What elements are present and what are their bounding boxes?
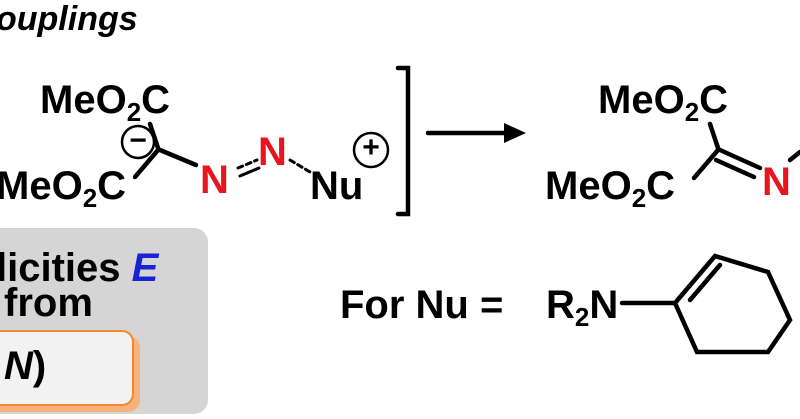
bond-product-ester-bottom [691, 147, 721, 181]
bracket [395, 65, 411, 217]
nucleophilicity-symbol: N) [4, 344, 47, 388]
bond-product-ester-top [707, 121, 721, 151]
product-top-ester: MeO2C [598, 78, 729, 127]
bond-n-n-dbl-a [236, 158, 259, 170]
azo-nitrogen-2: N [258, 130, 287, 174]
reaction-arrow-head [504, 123, 526, 143]
anion-charge-label: − [129, 124, 147, 157]
bond-c-n [157, 147, 199, 168]
reactant-bottom-ester: MeO2C [0, 164, 127, 213]
bond-ester-bottom [132, 147, 161, 180]
bond-product-n-cut [787, 149, 800, 163]
cyclohexene-ring [672, 253, 793, 355]
cation-charge-label: + [362, 131, 380, 164]
bond-n-nu [288, 158, 312, 174]
electrophilicity-heading: licities E [0, 246, 159, 290]
cyclohexene-double-bond [687, 262, 723, 303]
scheme-title: ouplings [0, 0, 138, 38]
product-nitrogen: N [762, 160, 791, 204]
bond-product-c-n-a [717, 147, 763, 171]
bond-n-n-dbl-b [238, 166, 261, 178]
anion-charge-circle [120, 124, 156, 160]
nu-definition-label: For Nu = [340, 283, 504, 327]
panel-from-text: from [4, 281, 93, 325]
nucleophilicity-subpanel [0, 330, 134, 406]
nucleophile-label: Nu [310, 164, 364, 208]
bond-product-c-n-b [713, 157, 757, 180]
product-bottom-ester: MeO2C [545, 164, 676, 213]
amine-group: R2N [546, 283, 619, 332]
reactant-top-ester: MeO2C [40, 78, 171, 127]
cation-charge-circle [352, 131, 390, 169]
azo-nitrogen-1: N [200, 158, 229, 202]
